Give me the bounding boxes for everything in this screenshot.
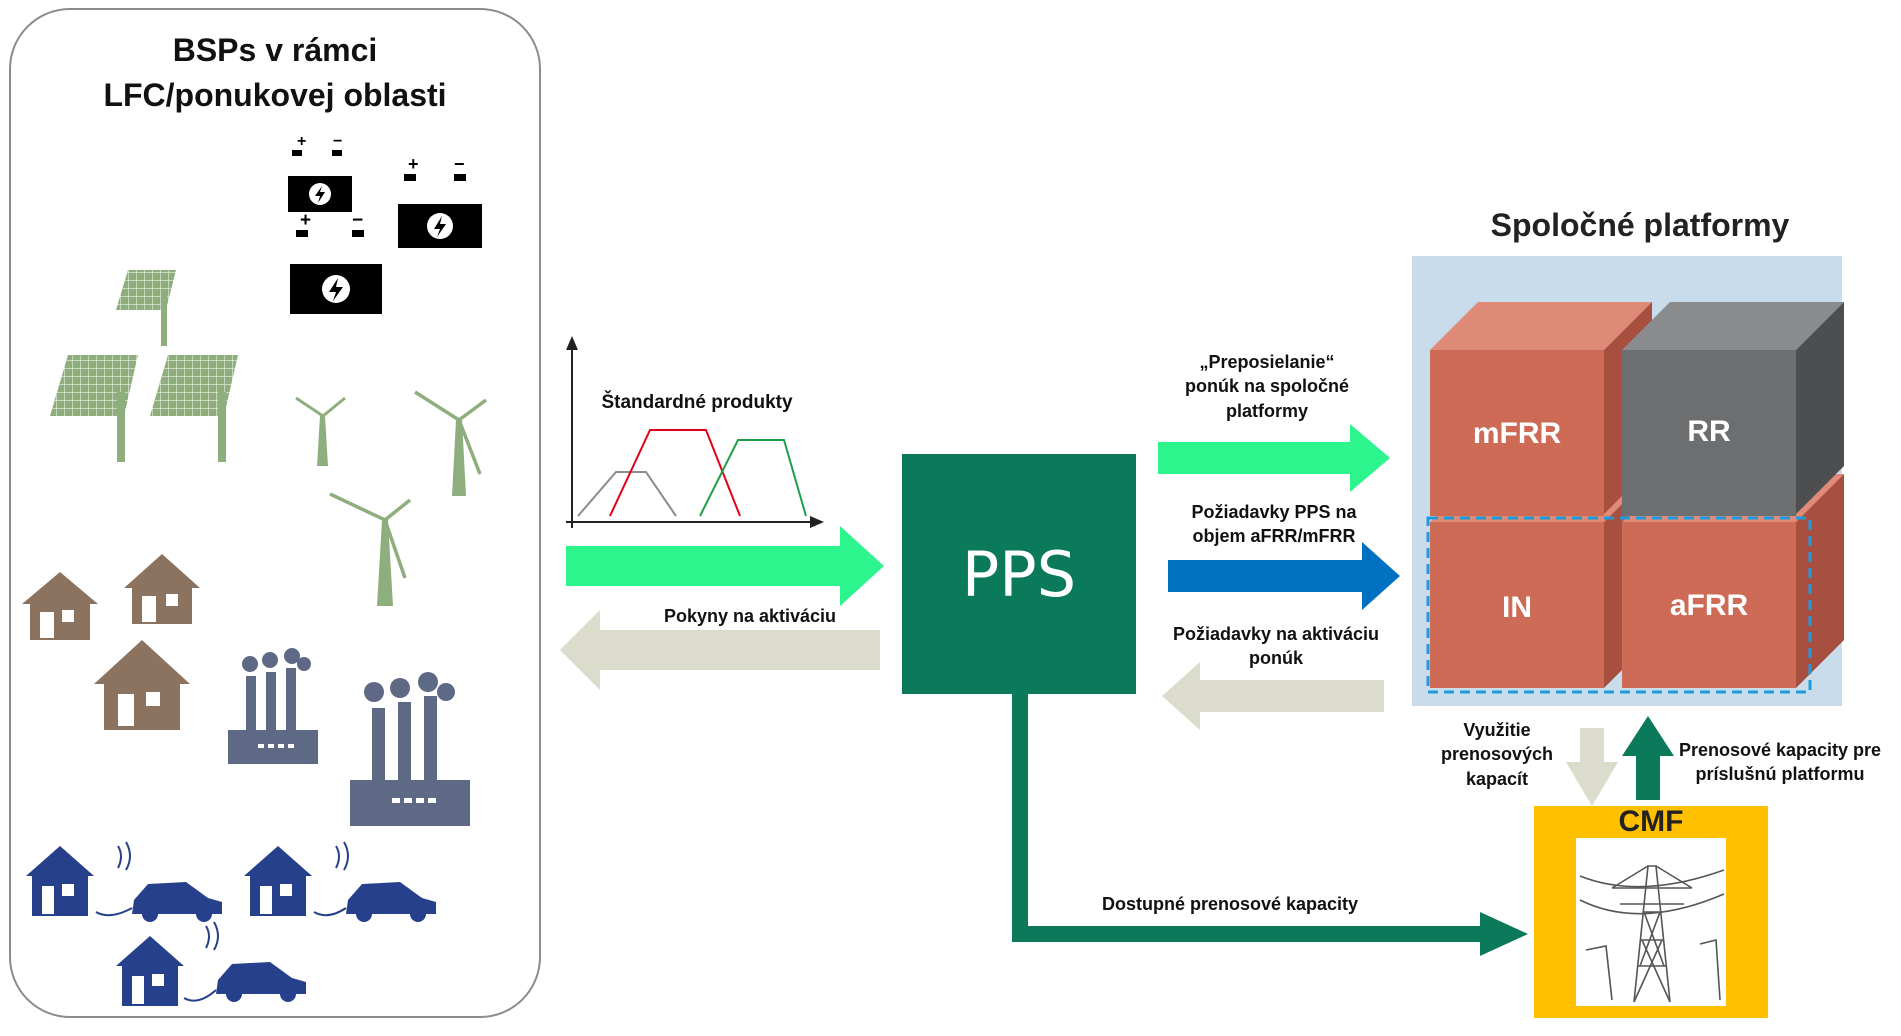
- arrow-tso-requests: [1168, 542, 1400, 610]
- arrow-usage-capacities: [1566, 728, 1618, 806]
- svg-text:−: −: [333, 133, 342, 150]
- battery-icon: +−: [288, 133, 352, 212]
- wind-turbine-icon: [329, 492, 412, 606]
- battery-icon: +−: [398, 154, 482, 248]
- arrow-capacities-to-platform: [1622, 716, 1674, 800]
- arrow-forwarding-bids: [1158, 424, 1390, 492]
- wind-turbine-icon: [414, 390, 488, 496]
- house-icon: [94, 640, 190, 730]
- electric-car-icon: [313, 841, 436, 922]
- arrow-bsp-to-pps: [566, 526, 884, 606]
- svg-text:+: +: [297, 133, 306, 150]
- chart-title: Štandardné produkty: [601, 392, 793, 413]
- solar-panel-icon: [116, 270, 176, 346]
- house-icon: [124, 554, 200, 624]
- activation-instructions-label: Pokyny na aktiváciu: [663, 606, 837, 626]
- available-capacities-label: Dostupné prenosové kapacity: [1101, 894, 1359, 914]
- activation-requests-label: Požiadavky na aktiváciu ponúk: [1172, 624, 1380, 669]
- factory-icon: [350, 672, 470, 826]
- house-icon: [26, 846, 94, 916]
- pps-box: [902, 454, 1136, 694]
- block-in-label: IN: [1502, 591, 1532, 624]
- block-rr-label: RR: [1687, 415, 1731, 448]
- arrow-pps-to-cmf: [1012, 694, 1490, 942]
- solar-panel-icon: [150, 355, 238, 462]
- svg-text:+: +: [300, 210, 311, 231]
- block-mfrr: [1430, 302, 1652, 516]
- platforms-title: Spoločné platformy: [1490, 207, 1790, 243]
- arrow-pps-to-bsp: [560, 610, 880, 690]
- svg-text:+: +: [408, 154, 419, 174]
- arrow-activation-requests: [1162, 662, 1384, 730]
- tso-requests-label: Požiadavky PPS na objem aFRR/mFRR: [1191, 502, 1357, 547]
- product-curve-green: [699, 439, 807, 517]
- block-mfrr-label: mFRR: [1472, 417, 1562, 450]
- factory-icon: [228, 648, 318, 764]
- svg-text:−: −: [352, 210, 363, 231]
- house-icon: [116, 936, 184, 1006]
- house-icon: [244, 846, 312, 916]
- block-rr: [1622, 302, 1844, 516]
- forwarding-bids-label: „Preposielanie“ ponúk na spoločné platfo…: [1184, 352, 1349, 421]
- electric-car-icon: [183, 921, 306, 1002]
- solar-panel-icon: [50, 355, 138, 462]
- block-afrr-label: aFRR: [1669, 589, 1749, 622]
- capacities-for-platform-label: Prenosové kapacity pre príslušnú platfor…: [1678, 740, 1882, 785]
- wind-turbine-icon: [295, 396, 346, 466]
- transmission-tower-icon: [1579, 865, 1725, 1003]
- battery-icon: +−: [290, 210, 382, 314]
- bsp-panel-title: BSPs v rámci LFC/ponukovej oblasti: [103, 32, 447, 113]
- product-curve-red: [609, 429, 741, 517]
- electric-car-icon: [95, 841, 222, 922]
- standard-products-chart: [566, 336, 824, 528]
- cmf-label: CMF: [1618, 805, 1684, 838]
- in-afrr-highlight: [1426, 516, 1812, 694]
- usage-capacities-label: Využitie prenosových kapacít: [1440, 720, 1554, 789]
- pps-label: PPS: [961, 538, 1077, 611]
- house-icon: [22, 572, 98, 640]
- cmf-image-frame: [1576, 838, 1726, 1006]
- svg-text:−: −: [454, 154, 465, 174]
